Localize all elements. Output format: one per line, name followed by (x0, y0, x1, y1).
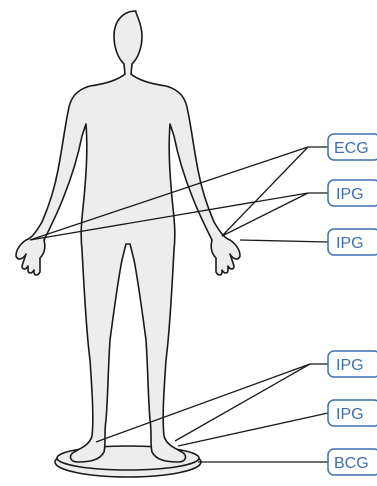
label-bcg: BCG (328, 449, 377, 475)
label-bcg-text: BCG (334, 455, 369, 472)
ecg-line-right-hand (222, 147, 308, 236)
label-ipg-right-hand: IPG (328, 229, 377, 255)
ipg-line-right-foot-lower (178, 413, 328, 446)
label-ipg-feet-text: IPG (336, 357, 364, 374)
ipg-line-right-hand (222, 193, 308, 236)
label-ecg: ECG (328, 134, 377, 160)
ipg-line-right-hand-lower (240, 240, 328, 242)
label-ipg-right-foot-text: IPG (336, 406, 364, 423)
ipg-line-right-foot (175, 364, 310, 441)
label-ipg-right-hand-text: IPG (336, 235, 364, 252)
label-ipg-hands: IPG (328, 180, 377, 206)
label-ipg-feet: IPG (328, 351, 377, 377)
label-ipg-hands-text: IPG (336, 186, 364, 203)
connector-lines (30, 147, 328, 462)
ipg-line-left-foot (96, 364, 310, 442)
label-ecg-text: ECG (334, 140, 369, 157)
label-ipg-right-foot: IPG (328, 400, 377, 426)
